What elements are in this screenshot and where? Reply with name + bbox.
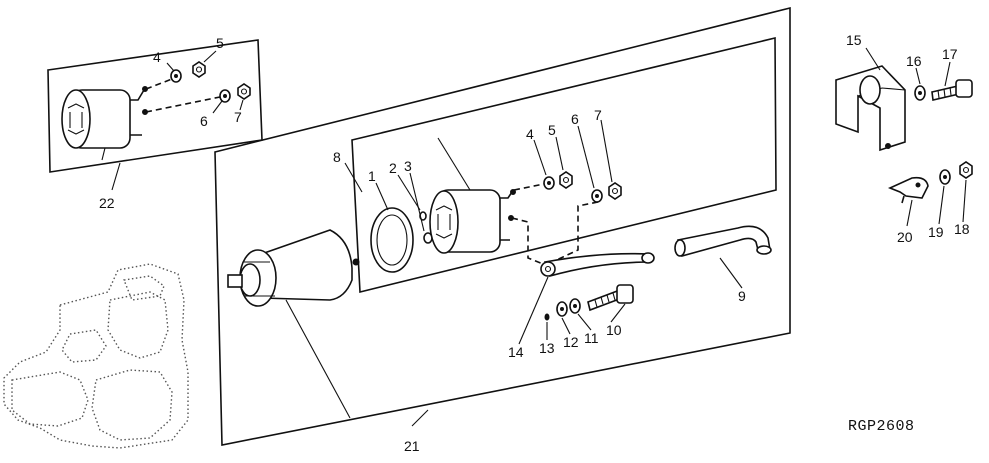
- solenoid-8-body: [429, 189, 516, 254]
- callout-11: 11: [584, 330, 599, 346]
- callout-13: 13: [539, 340, 555, 356]
- callout-5-panel22: 5: [216, 35, 224, 51]
- callout-4-panel22: 4: [153, 49, 161, 65]
- gasket-1: [370, 207, 414, 273]
- callout-21: 21: [404, 438, 420, 454]
- starter-motor: [227, 229, 360, 307]
- callout-1: 1: [368, 168, 376, 184]
- washer-16: [914, 85, 926, 101]
- callout-14: 14: [508, 344, 524, 360]
- washer-6-panel22: [219, 89, 231, 103]
- nut-13: [544, 313, 550, 321]
- callout-12: 12: [563, 334, 579, 350]
- callout-19: 19: [928, 224, 944, 240]
- nut-18: [959, 161, 973, 179]
- callout-16: 16: [906, 53, 922, 69]
- callout-10: 10: [606, 322, 622, 338]
- bolt-10: [587, 284, 634, 312]
- figure-code: RGP2608: [848, 418, 915, 435]
- clip-20-group: [887, 161, 973, 227]
- washer-4-panel22: [170, 69, 182, 83]
- nut-5-panel22: [192, 61, 206, 78]
- callout-5: 5: [548, 122, 556, 138]
- callout-8: 8: [333, 149, 341, 165]
- callout-4: 4: [526, 126, 534, 142]
- callout-18: 18: [954, 221, 970, 237]
- callout-labels: 1 2 3 4 5 6 7 4 5 6 7 8 9 10 11 12 13 14…: [99, 32, 970, 454]
- washer-4: [543, 176, 555, 190]
- bracket-15: [835, 65, 906, 152]
- callout-3: 3: [404, 158, 412, 174]
- bolt-17: [931, 79, 973, 101]
- bracket-15-group: [835, 47, 973, 152]
- callout-17: 17: [942, 46, 958, 62]
- panel-21: [214, 6, 791, 446]
- callout-20: 20: [897, 229, 913, 245]
- callout-7: 7: [594, 107, 602, 123]
- washer-19: [939, 169, 951, 185]
- nut-5: [559, 171, 573, 189]
- washer-6: [591, 189, 603, 203]
- panel-22: [47, 39, 263, 191]
- engine-ghost-outline: [3, 263, 189, 449]
- solenoid-22-body: [61, 86, 148, 149]
- callout-2: 2: [389, 160, 397, 176]
- washer-12: [556, 301, 568, 317]
- hose-9: [674, 225, 772, 257]
- callout-6-panel22: 6: [200, 113, 208, 129]
- callout-9: 9: [738, 288, 746, 304]
- nut-7-panel22: [237, 83, 251, 100]
- nut-7: [608, 182, 622, 200]
- clip-20: [887, 176, 929, 204]
- callout-22: 22: [99, 195, 115, 211]
- callout-7-panel22: 7: [234, 109, 242, 125]
- washer-11: [569, 298, 581, 314]
- strap-14: [540, 252, 655, 277]
- callout-6: 6: [571, 111, 579, 127]
- callout-15: 15: [846, 32, 862, 48]
